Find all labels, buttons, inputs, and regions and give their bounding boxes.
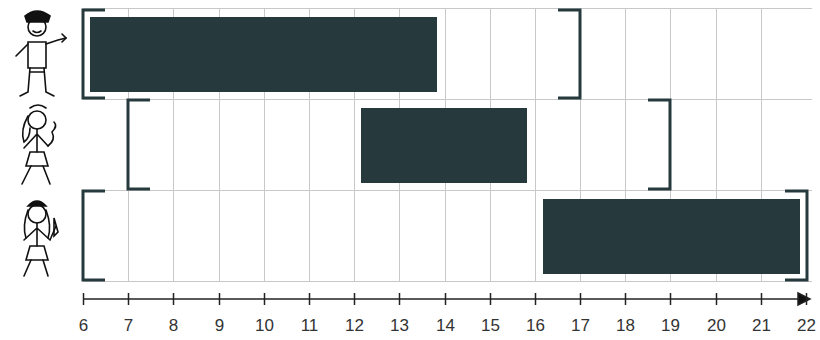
axis-tick bbox=[761, 293, 763, 305]
axis-label: 15 bbox=[481, 316, 500, 336]
axis-label: 11 bbox=[301, 316, 319, 336]
axis-label: 18 bbox=[616, 316, 635, 336]
grid-line bbox=[535, 8, 536, 282]
axis-tick bbox=[173, 293, 175, 305]
axis-tick bbox=[83, 293, 85, 305]
axis-tick bbox=[264, 293, 266, 305]
axis-tick bbox=[490, 293, 492, 305]
axis-label: 17 bbox=[571, 316, 590, 336]
axis-tick bbox=[128, 293, 130, 305]
axis-label: 10 bbox=[255, 316, 274, 336]
axis-label: 19 bbox=[661, 316, 680, 336]
stick-figure-doctor bbox=[16, 11, 66, 96]
axis-tick bbox=[806, 293, 808, 305]
axis-label: 20 bbox=[707, 316, 726, 336]
axis-label: 21 bbox=[752, 316, 771, 336]
stick-figure-nurse-cap bbox=[24, 201, 58, 276]
axis-label: 12 bbox=[345, 316, 364, 336]
grid bbox=[83, 8, 812, 282]
axis-tick bbox=[625, 293, 627, 305]
axis-label: 22 bbox=[797, 316, 816, 336]
axis-tick bbox=[670, 293, 672, 305]
axis-label: 6 bbox=[79, 316, 88, 336]
axis-label: 8 bbox=[169, 316, 178, 336]
axis-tick bbox=[716, 293, 718, 305]
axis-tick bbox=[354, 293, 356, 305]
axis-tick bbox=[399, 293, 401, 305]
axis-label: 14 bbox=[436, 316, 455, 336]
axis-label: 7 bbox=[124, 316, 133, 336]
axis-tick bbox=[580, 293, 582, 305]
shift-bar bbox=[90, 17, 437, 92]
shift-bar bbox=[361, 108, 527, 183]
axis-tick bbox=[219, 293, 221, 305]
axis-label: 9 bbox=[215, 316, 224, 336]
axis-label: 16 bbox=[526, 316, 545, 336]
time-axis bbox=[83, 293, 810, 305]
axis-tick bbox=[309, 293, 311, 305]
axis-label: 13 bbox=[390, 316, 409, 336]
availability-brackets bbox=[83, 10, 807, 280]
shift-bars bbox=[90, 17, 800, 274]
stick-figure-nurse bbox=[22, 105, 56, 184]
axis-tick bbox=[535, 293, 537, 305]
shift-bar bbox=[543, 199, 800, 274]
axis-tick bbox=[445, 293, 447, 305]
